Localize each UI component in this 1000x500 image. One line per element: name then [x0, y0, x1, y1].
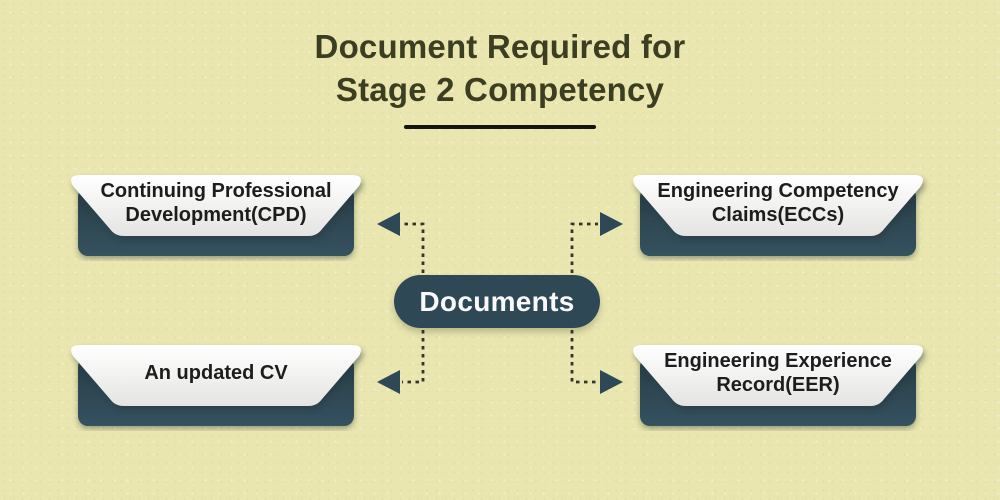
arrowhead-left-bottom-icon — [377, 370, 400, 394]
connector-bottom-right-line — [570, 330, 598, 384]
arrowhead-left-top-icon — [377, 212, 400, 236]
node-card-face — [71, 175, 361, 236]
node-card-face — [633, 345, 923, 406]
node-eccs-label: Engineering Competency Claims(ECCs) — [657, 180, 899, 226]
title-block: Document Required for Stage 2 Competency — [0, 26, 1000, 129]
connector-bottom-left-line — [402, 330, 425, 384]
connector-top-right-line — [570, 222, 598, 273]
node-eccs: Engineering Competency Claims(ECCs) — [622, 171, 934, 261]
node-card-shape — [71, 175, 361, 256]
node-cpd-label: Continuing Professional Development(CPD) — [100, 180, 332, 226]
page-title-line2: Stage 2 Competency — [335, 70, 665, 108]
page-title-line1: Document Required for — [314, 28, 686, 65]
node-cpd: Continuing Professional Development(CPD) — [60, 171, 372, 261]
arrowhead-right-bottom-icon — [600, 370, 623, 394]
node-card-shape — [633, 345, 923, 426]
center-node-documents: Documents — [394, 275, 600, 328]
node-card-face — [633, 175, 923, 236]
node-card-face — [71, 345, 361, 406]
node-cv-label: An updated CV — [144, 362, 288, 385]
node-card-shape — [71, 345, 361, 426]
node-card-shape — [633, 175, 923, 256]
connector-top-left-line — [402, 222, 425, 273]
center-node-label: Documents — [419, 285, 575, 317]
arrowhead-right-top-icon — [600, 212, 623, 236]
node-eer-label: Engineering Experience Record(EER) — [664, 350, 892, 396]
title-underline — [404, 124, 596, 129]
node-cv: An updated CV — [60, 341, 372, 431]
node-eer: Engineering Experience Record(EER) — [622, 341, 934, 431]
